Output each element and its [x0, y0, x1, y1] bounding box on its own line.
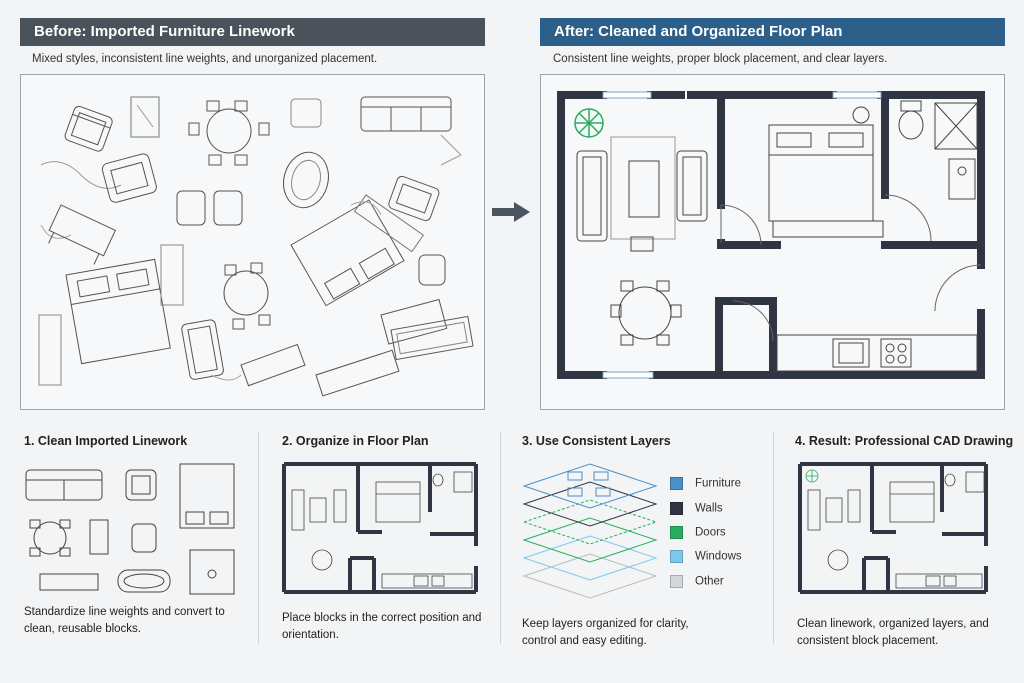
after-panel	[540, 74, 1005, 410]
swatch-furniture	[670, 477, 683, 490]
swatch-doors	[670, 526, 683, 539]
step-4-desc: Clean linework, organized layers, and co…	[797, 618, 989, 647]
after-subtitle: Consistent line weights, proper block pl…	[553, 53, 888, 65]
legend-windows: Windows	[670, 550, 742, 563]
divider-2	[500, 432, 501, 644]
divider-3	[773, 432, 774, 644]
mini-floor-plan-result	[798, 462, 988, 594]
plant-icon	[574, 108, 604, 138]
step-4-title: 4. Result: Professional CAD Drawing	[795, 434, 1014, 448]
swatch-windows	[670, 550, 683, 563]
clean-floor-plan	[557, 91, 985, 379]
before-panel	[20, 74, 485, 410]
legend-doors: Doors	[670, 526, 726, 539]
swatch-walls	[670, 502, 683, 515]
step-1-desc: Standardize line weights and convert to …	[24, 606, 225, 635]
swatch-other	[670, 575, 683, 588]
legend-walls: Walls	[670, 502, 723, 515]
messy-furniture-linework	[38, 96, 474, 397]
step-3-desc: Keep layers organized for clarity, contr…	[522, 618, 689, 647]
after-title: After: Cleaned and Organized Floor Plan	[540, 18, 1005, 46]
divider-1	[258, 432, 259, 644]
step-1-title: 1. Clean Imported Linework	[24, 434, 188, 448]
right-arrow-icon	[492, 202, 530, 222]
step-3-title: 3. Use Consistent Layers	[522, 434, 671, 448]
before-title: Before: Imported Furniture Linework	[20, 18, 485, 46]
legend-furniture: Furniture	[670, 477, 741, 490]
before-subtitle: Mixed styles, inconsistent line weights,…	[32, 53, 378, 65]
step-2-desc: Place blocks in the correct position and…	[282, 612, 482, 641]
layer-stack-illustration	[522, 463, 658, 599]
clean-furniture-blocks	[25, 463, 235, 595]
step-2-title: 2. Organize in Floor Plan	[282, 434, 429, 448]
legend-other: Other	[670, 575, 724, 588]
mini-floor-plan-organize	[282, 462, 478, 594]
